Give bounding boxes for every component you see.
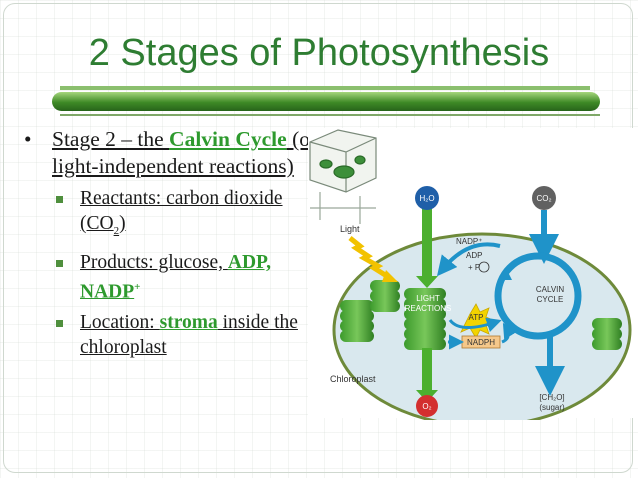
pi-label: + P xyxy=(468,263,480,272)
square-bullet-icon xyxy=(56,196,63,203)
adp-label: ADP xyxy=(466,251,482,260)
title-rule-top xyxy=(60,86,590,90)
h2o-circle xyxy=(415,186,439,210)
reactants-text: Reactants: carbon dioxide (CO xyxy=(80,188,283,234)
sub-bullet-location: Location: stroma inside the chloroplast xyxy=(54,310,324,360)
location-tail: inside the chloroplast xyxy=(80,312,298,359)
bullet-list: • Stage 2 – the Calvin Cycle (or light-i… xyxy=(24,126,324,360)
calvin-cycle-label-2: CYCLE xyxy=(537,295,564,304)
phosphate-circle-icon xyxy=(478,261,490,273)
light-reactions-label-2: REACTIONS xyxy=(405,304,452,313)
thylakoid-stacks xyxy=(340,280,622,350)
products-text: Products: glucose, xyxy=(80,251,228,273)
sub-bullet-products: Products: glucose, ADP, NADP+ xyxy=(54,250,324,305)
bullet-text-1: Stage 2 – the xyxy=(52,127,170,151)
h2o-arrow-shaft xyxy=(422,208,432,276)
calvin-cycle-ring xyxy=(494,252,582,340)
o2-arrow-shaft xyxy=(422,348,432,392)
nadp-label: NADP⁺ xyxy=(456,237,482,246)
o2-label: O₂ xyxy=(422,402,431,411)
sugar-label-2: (sugar) xyxy=(539,403,565,412)
calvin-cycle-label-1: CALVIN xyxy=(536,285,565,294)
h2o-label: H₂O xyxy=(419,194,434,203)
bullet-stage-2: • Stage 2 – the Calvin Cycle (or light-i… xyxy=(24,126,324,180)
atp-arrow xyxy=(448,317,502,332)
light-label: Light xyxy=(340,224,360,234)
bullet-text-2: (or light-independent reactions) xyxy=(52,127,318,178)
atp-label: ATP xyxy=(469,313,484,322)
co2-label: CO₂ xyxy=(536,194,551,203)
light-zigzag-icon xyxy=(348,236,392,281)
nadp-return-arrow xyxy=(436,242,501,277)
sub-bullet-reactants: Reactants: carbon dioxide (CO2) xyxy=(54,186,324,244)
chloroplast-label: Chloroplast xyxy=(330,374,376,384)
reactants-tail: ) xyxy=(119,213,126,234)
location-highlight: stroma xyxy=(159,312,218,334)
o2-circle xyxy=(416,395,438,417)
slide-title: 2 Stages of Photosynthesis xyxy=(88,32,550,74)
products-highlight: ADP, NADP xyxy=(80,251,272,303)
sugar-label-1: [CH₂O] xyxy=(539,393,564,402)
square-bullet-icon xyxy=(56,320,63,328)
bullet-dot-icon: • xyxy=(24,127,32,151)
products-superscript: + xyxy=(134,280,141,293)
nadph-label: NADPH xyxy=(467,338,495,347)
calvin-cycle-arrowhead-icon xyxy=(498,268,512,280)
reactants-subscript: 2 xyxy=(113,224,120,237)
light-arrowhead-icon xyxy=(382,270,398,282)
nadph-arrow-out xyxy=(501,322,518,344)
plant-cell-icon xyxy=(309,129,377,224)
bullet-highlight: Calvin Cycle xyxy=(169,127,287,151)
title-bar xyxy=(52,92,600,111)
h2o-arrowhead-icon xyxy=(416,276,438,288)
photosynthesis-diagram: Light H₂O O₂ LIGHT REACTIONS CO₂ CALVIN … xyxy=(308,128,638,420)
title-rule-bottom xyxy=(60,114,600,116)
co2-circle xyxy=(532,186,556,210)
location-text: Location: xyxy=(80,312,160,334)
square-bullet-icon xyxy=(56,259,63,267)
light-reactions-label-1: LIGHT xyxy=(416,294,440,303)
